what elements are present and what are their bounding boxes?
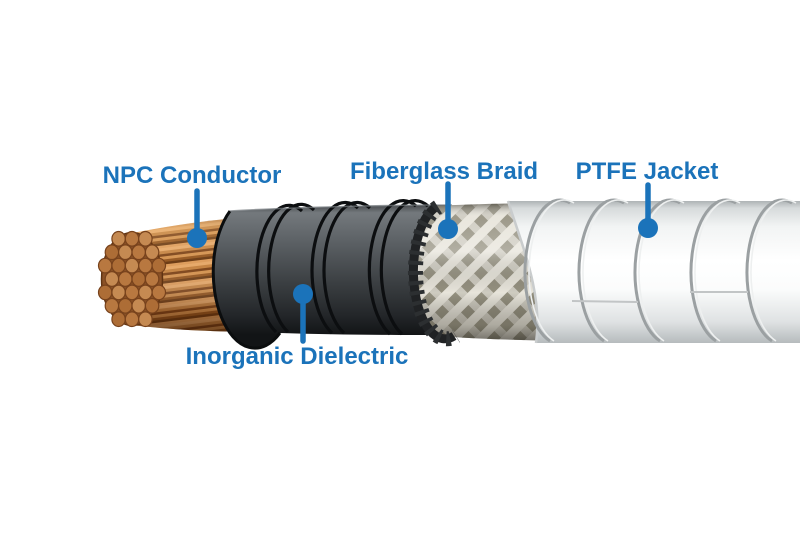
label-fiberglass-braid: Fiberglass Braid: [349, 158, 539, 185]
jacket-leader-dot: [638, 218, 658, 238]
braid-leader-dot: [438, 219, 458, 239]
dielectric-layer-illustration: [211, 198, 453, 350]
label-npc-conductor: NPC Conductor: [102, 162, 282, 189]
dielectric-leader-dot: [293, 284, 313, 304]
copper-strand-ends: [97, 230, 167, 328]
ptfe-jacket-illustration: [506, 198, 800, 344]
conductor-leader-dot: [187, 228, 207, 248]
label-ptfe-jacket: PTFE Jacket: [575, 158, 719, 185]
label-inorganic-dielectric: Inorganic Dielectric: [185, 343, 409, 370]
